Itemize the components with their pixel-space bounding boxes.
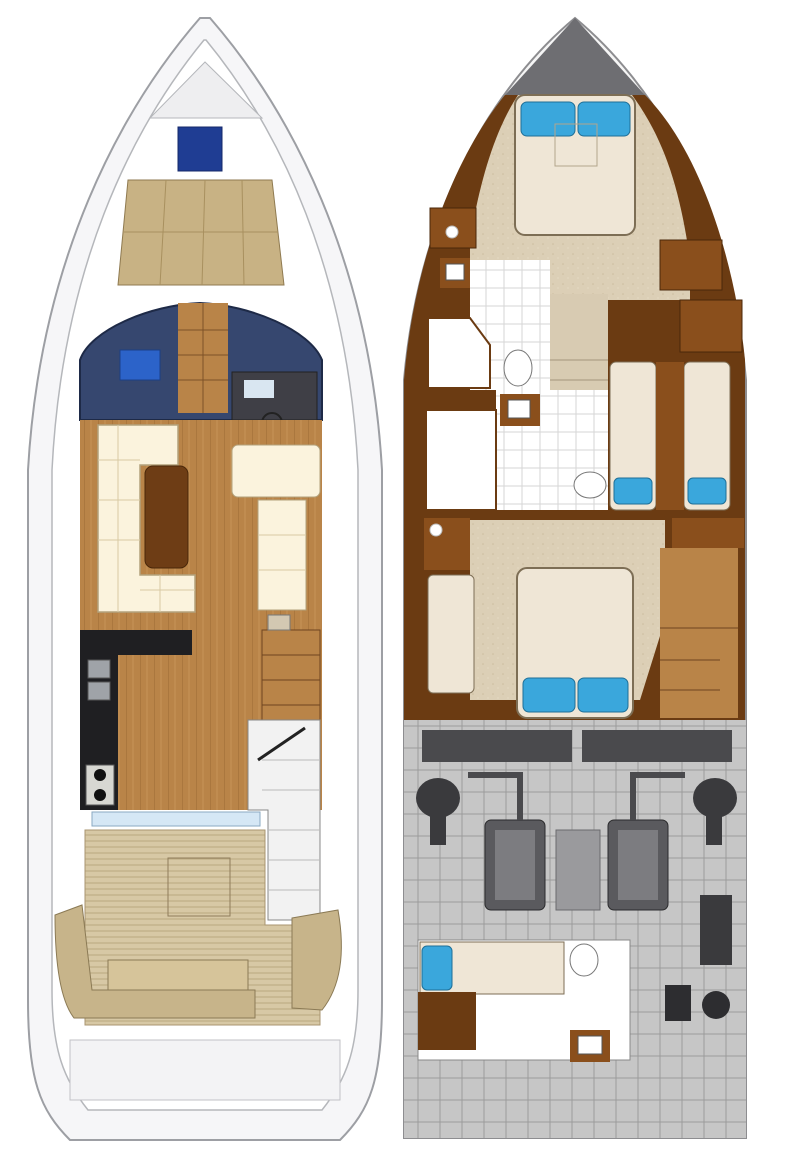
owner-settee (427, 574, 475, 694)
exhaust-port (416, 778, 460, 818)
salon-table (144, 465, 189, 569)
starboard-settee (257, 499, 307, 611)
midship-toilet-icon (573, 471, 607, 499)
galley-floor (118, 655, 248, 810)
swim-platform (69, 1039, 341, 1101)
flybridge-stairs (247, 719, 321, 921)
main-deck-plan (27, 17, 383, 1141)
forward-hatch (177, 126, 223, 172)
forward-toilet-icon (503, 349, 533, 387)
cockpit-sofa (54, 904, 256, 1019)
owner-pillow-left (522, 677, 576, 713)
companionway-stairs (261, 629, 321, 721)
sink-icon (87, 659, 111, 679)
starboard-engine (607, 772, 685, 911)
midship-shower (425, 409, 497, 511)
light-icon (445, 225, 459, 239)
forward-shower (427, 317, 491, 389)
engine-room-cabinet (700, 895, 732, 965)
bow-deck (148, 61, 264, 119)
skylight (119, 349, 161, 381)
vip-cabinet-starboard (659, 239, 723, 291)
vip-pillow-left (520, 101, 576, 137)
cockpit-side-seat (291, 909, 342, 1011)
lower-deck-plan (403, 16, 747, 1139)
port-engine (468, 772, 546, 911)
helm-seat (231, 444, 321, 498)
salon-door (91, 811, 261, 827)
lazarette-hatch (167, 857, 231, 917)
salon-settee (97, 424, 196, 613)
vip-pillow-right (577, 101, 631, 137)
owner-pillow-right (577, 677, 629, 713)
chain-locker (505, 18, 645, 95)
owner-stairs (660, 548, 738, 718)
water-heater (702, 991, 730, 1019)
engine-room (404, 720, 746, 1138)
crew-toilet-icon (569, 943, 599, 977)
